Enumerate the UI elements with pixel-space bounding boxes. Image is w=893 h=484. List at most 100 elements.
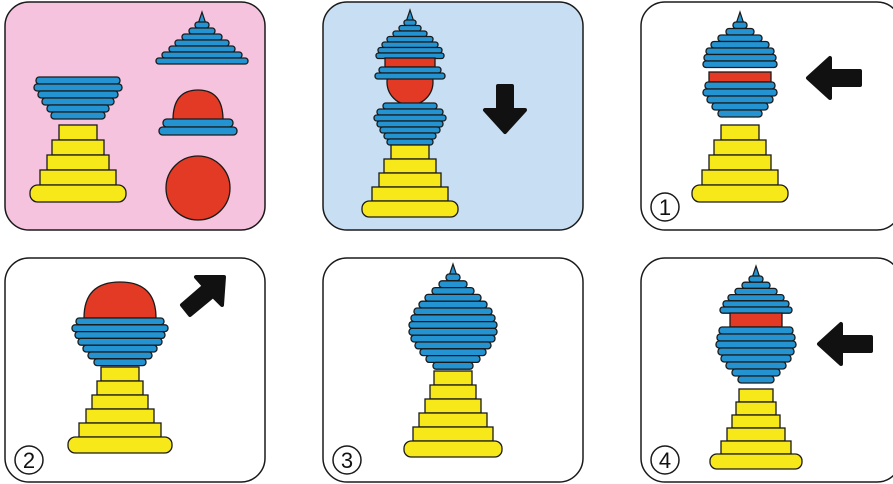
blue-disc	[158, 126, 238, 136]
blue-disc	[741, 281, 771, 290]
blue-disc	[408, 327, 498, 336]
blue-disc	[188, 27, 216, 35]
blue-cone-part	[155, 10, 249, 65]
blue-disc	[737, 375, 775, 384]
blue-disc	[408, 320, 498, 330]
base-step	[51, 139, 105, 156]
base-step	[418, 412, 488, 428]
down-arrow-icon	[483, 84, 527, 134]
blue-disc	[715, 340, 797, 349]
base-step	[412, 426, 494, 442]
blue-disc	[77, 337, 163, 346]
left-arrow	[817, 322, 873, 366]
step-number-2: 2	[14, 445, 44, 475]
parts-group	[29, 76, 127, 203]
step-number-4: 4	[650, 445, 680, 475]
blue-disc	[413, 307, 493, 316]
base-foot	[691, 184, 789, 203]
blue-disc	[702, 60, 778, 69]
blue-disc	[748, 275, 764, 283]
panel-stack-down	[322, 1, 584, 231]
base-step	[371, 186, 449, 202]
blue-disc	[702, 88, 778, 97]
blue-disc	[383, 132, 437, 140]
base-step	[429, 384, 477, 400]
base-foot	[361, 200, 459, 218]
blue-disc	[161, 51, 243, 59]
base-foot	[709, 453, 803, 470]
blue-disc	[87, 351, 153, 360]
base-step	[726, 427, 786, 442]
step-1-group	[691, 10, 789, 203]
blue-disc	[706, 95, 774, 104]
base-step	[433, 370, 473, 386]
left-arrow-icon	[806, 56, 862, 100]
blue-disc	[33, 83, 123, 92]
blue-disc	[718, 326, 794, 335]
blue-disc	[37, 90, 119, 99]
blue-disc	[716, 333, 796, 342]
base-step	[735, 401, 777, 416]
base-step	[96, 380, 144, 396]
blue-disc	[710, 40, 770, 49]
blue-disc	[382, 102, 438, 110]
stack-down-group	[361, 8, 459, 218]
red-band	[708, 71, 772, 83]
blue-disc	[374, 72, 446, 80]
blue-disc	[381, 41, 439, 49]
blue-disc	[194, 21, 210, 29]
base-step	[58, 124, 98, 141]
blue-disc	[392, 30, 428, 38]
base-step	[720, 124, 760, 141]
base-step	[383, 158, 437, 174]
blue-disc	[711, 102, 769, 111]
base-step	[78, 422, 162, 438]
base-foot	[403, 440, 503, 458]
blue-disc	[717, 109, 763, 118]
blue-disc	[410, 334, 496, 343]
blue-disc	[705, 47, 775, 56]
base-foot	[29, 184, 127, 203]
red-dome	[83, 281, 157, 319]
red-dome	[172, 89, 224, 121]
step-2-group	[67, 281, 173, 454]
blue-disc	[386, 138, 434, 146]
base-step	[46, 154, 110, 171]
step-number-3-label: 3	[341, 448, 353, 473]
blue-disc	[445, 273, 461, 282]
blue-disc	[41, 97, 115, 106]
blue-disc	[398, 24, 422, 32]
blue-disc	[379, 126, 441, 134]
red-band	[729, 312, 783, 328]
blue-disc	[732, 21, 748, 30]
base-step	[708, 154, 772, 171]
blue-disc	[719, 306, 793, 314]
blue-disc	[424, 293, 482, 302]
blue-disc	[731, 368, 781, 377]
blue-disc	[418, 300, 488, 309]
blue-disc	[93, 358, 147, 367]
base-step	[424, 398, 482, 414]
blue-disc	[376, 120, 444, 128]
step-4-group	[709, 264, 803, 470]
base-step	[701, 169, 779, 186]
blue-disc	[386, 35, 434, 43]
red-ball-part	[165, 155, 231, 221]
blue-disc	[717, 34, 763, 43]
step-number-1: 1	[650, 192, 680, 222]
blue-disc	[410, 314, 496, 323]
blue-disc	[181, 33, 223, 41]
blue-disc	[376, 108, 444, 116]
blue-disc	[50, 111, 106, 120]
blue-disc	[722, 300, 790, 308]
dome-part	[158, 89, 238, 136]
red-ball	[165, 155, 231, 221]
blue-disc	[377, 46, 443, 54]
blue-disc	[46, 104, 110, 113]
blue-disc	[438, 280, 468, 289]
up-right-arrow-icon	[180, 275, 226, 317]
red-band	[384, 57, 436, 68]
blue-disc	[704, 81, 776, 90]
blue-disc	[414, 341, 492, 350]
